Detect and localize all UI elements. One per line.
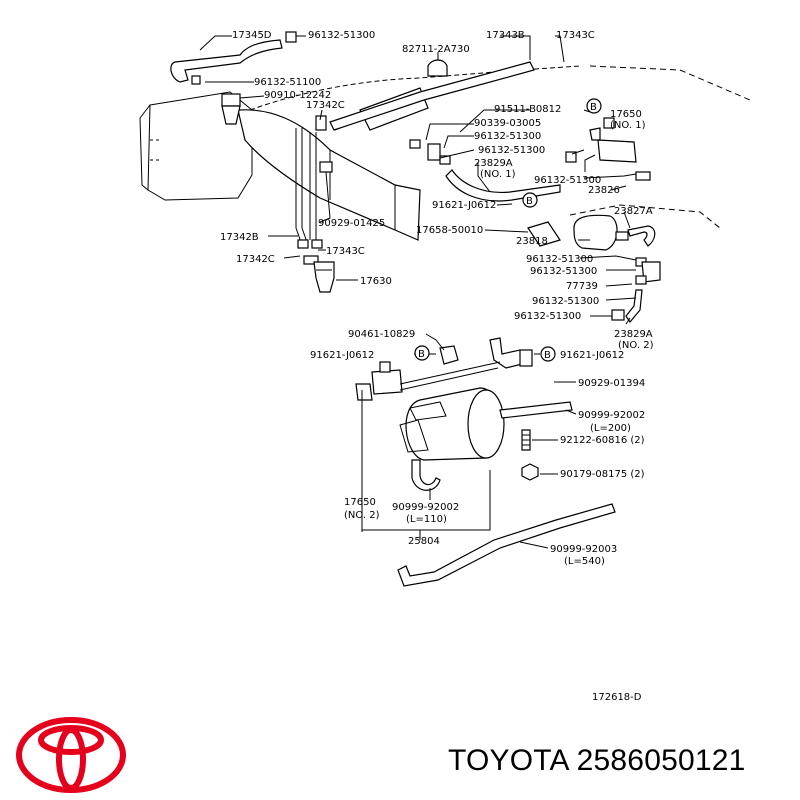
- part-label: 96132-51300: [308, 30, 375, 41]
- part-label: 77739: [566, 281, 598, 292]
- bolt-marker-1-letter: B: [590, 102, 597, 113]
- part-label: 17650: [344, 497, 376, 508]
- part-label: 25804: [408, 536, 440, 547]
- part-label: 90910-12242: [264, 90, 331, 101]
- part-label: 91621-J0612: [560, 350, 624, 361]
- part-label: 91621-J0612: [310, 350, 374, 361]
- leader-lines: [199, 35, 637, 549]
- bolt-marker-4-letter: B: [544, 350, 551, 361]
- part-label: 96132-51300: [530, 266, 597, 277]
- part-label: 96132-51100: [254, 77, 321, 88]
- part-label: 17658-50010: [416, 225, 483, 236]
- part-label: 90339-03005: [474, 118, 541, 129]
- part-label: 17343B: [486, 30, 525, 41]
- part-label: 82711-2A730: [402, 44, 470, 55]
- part-label: 17342B: [220, 232, 259, 243]
- part-label: 17343C: [326, 246, 365, 257]
- part-label: 90929-01394: [578, 378, 645, 389]
- diagram-drawing: [139, 31, 751, 587]
- bolt-marker-1: [586, 98, 602, 114]
- bolt-markers: B B B B: [414, 98, 602, 362]
- part-label: 23818: [516, 236, 548, 247]
- part-label: 23827A: [614, 206, 653, 217]
- part-label: 23829A: [614, 329, 653, 340]
- part-label: 23826: [588, 185, 620, 196]
- part-label: (NO. 2): [618, 340, 654, 351]
- part-labels: 17345D 96132-51300 17343B 17343C 82711-2…: [220, 30, 654, 567]
- part-label: 90461-10829: [348, 329, 415, 340]
- part-label: 90999-92003: [550, 544, 617, 555]
- part-label: (L=110): [406, 514, 447, 525]
- toyota-logo-icon: [16, 717, 126, 793]
- part-label: 17342C: [236, 254, 275, 265]
- part-label: 92122-60816 (2): [560, 435, 645, 446]
- part-label: (NO. 1): [610, 120, 646, 131]
- part-label: 17630: [360, 276, 392, 287]
- part-label: 96132-51300: [526, 254, 593, 265]
- part-label: (L=540): [564, 556, 605, 567]
- part-label: 17342C: [306, 100, 345, 111]
- part-label: 91621-J0612: [432, 200, 496, 211]
- part-label: 90929-01425: [318, 218, 385, 229]
- part-label: 96132-51300: [474, 131, 541, 142]
- part-label: 91511-B0812: [494, 104, 561, 115]
- bolt-marker-3: [414, 345, 430, 361]
- part-label: (NO. 2): [344, 510, 380, 521]
- bolt-marker-3-letter: B: [418, 349, 425, 360]
- part-label: 96132-51300: [534, 175, 601, 186]
- part-label: 96132-51300: [514, 311, 581, 322]
- part-label: 90999-92002: [392, 502, 459, 513]
- part-label: 90179-08175 (2): [560, 469, 645, 480]
- part-label: 17345D: [232, 30, 272, 41]
- logo-vertical-ellipse: [56, 727, 86, 791]
- part-label: 96132-51300: [532, 296, 599, 307]
- bolt-marker-2: [522, 192, 538, 208]
- part-label: 17343C: [556, 30, 595, 41]
- figure-code: 172618-D: [592, 692, 642, 703]
- part-label: 90999-92002: [578, 410, 645, 421]
- bolt-marker-4: [540, 346, 556, 362]
- part-label: (L=200): [590, 423, 631, 434]
- part-label: 96132-51300: [478, 145, 545, 156]
- part-label: (NO. 1): [480, 169, 516, 180]
- toyota-logo-ellipses: [16, 717, 126, 793]
- brand-part-caption: TOYOTA 2586050121: [448, 744, 746, 777]
- part-label: 17650: [610, 109, 642, 120]
- bolt-marker-2-letter: B: [526, 196, 533, 207]
- part-label: 23829A: [474, 158, 513, 169]
